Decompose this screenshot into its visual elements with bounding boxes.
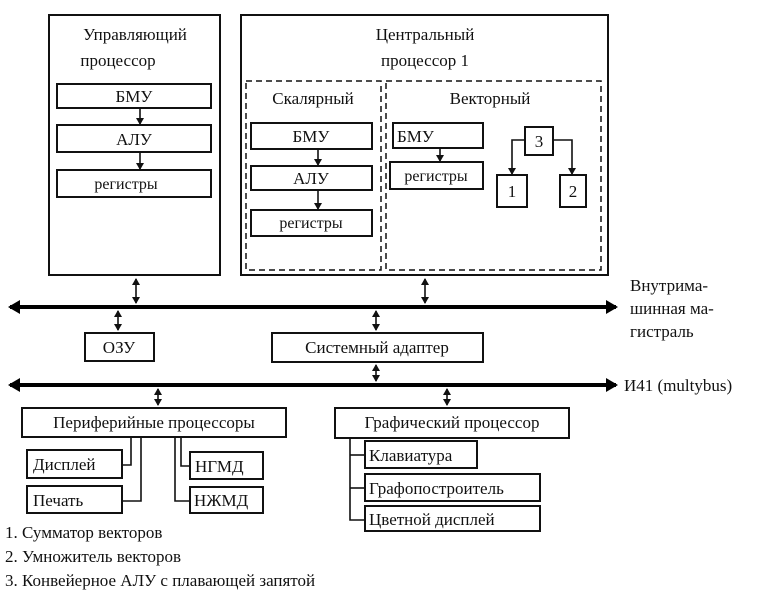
scalar-section (245, 80, 382, 271)
cp-alu-label: АЛУ (116, 130, 153, 149)
control-processor-title-2: процессор (80, 51, 155, 70)
system-adapter-box (271, 332, 484, 363)
scalar-registers-box (250, 209, 373, 237)
vector-bmu-box (392, 122, 484, 149)
internal-bus-label-1: Внутрима- (630, 276, 708, 295)
internal-bus-label-2: шинная ма- (630, 299, 714, 318)
legend-item-1: 1. Сумматор векторов (5, 523, 162, 542)
unit-2-box (559, 174, 587, 208)
scalar-bmu-box (250, 122, 373, 150)
nzhmd-box (189, 486, 264, 514)
ngmd-label: НГМД (195, 457, 244, 476)
central-processor: Центральный процессор 1 Скалярный БМУ АЛ… (240, 14, 609, 276)
ngmd-box (189, 451, 264, 480)
central-processor-title-2: процессор 1 (381, 51, 469, 70)
peripheral-processors-box (21, 407, 287, 438)
scalar-alu-box (250, 165, 373, 191)
cp-registers-box (56, 169, 212, 198)
multibus-label: И41 (multybus) (624, 376, 732, 395)
unit-1-box (496, 174, 528, 208)
color-display-box (364, 505, 541, 532)
display-label: Дисплей (33, 455, 95, 474)
central-processor-title: Центральный (376, 25, 475, 44)
connector (180, 437, 190, 467)
print-label: Печать (33, 491, 83, 510)
keyboard-box (364, 440, 478, 469)
unit-3-box (524, 126, 554, 156)
ram-label: ОЗУ (103, 338, 136, 357)
connector (349, 438, 365, 521)
print-box (26, 485, 123, 514)
vector-bmu-label: БМУ (397, 127, 435, 146)
control-processor-title: Управляющий (83, 25, 187, 44)
cp-bmu-box (56, 83, 212, 109)
connector (174, 437, 190, 502)
connector (122, 437, 142, 502)
vector-section (385, 80, 602, 271)
arrow (508, 139, 525, 175)
cp-alu-box (56, 124, 212, 153)
plotter-label: Графопостроитель (369, 479, 504, 498)
scalar-alu-label: АЛУ (293, 169, 330, 188)
graphics-processor-label: Графический процессор (365, 413, 540, 432)
scalar-title: Скалярный (272, 89, 353, 108)
legend-item-3: 3. Конвейерное АЛУ с плавающей запятой (5, 571, 315, 590)
scalar-registers-label: регистры (279, 215, 343, 232)
arrow (553, 139, 576, 175)
control-processor: Управляющий процессор БМУ АЛУ регистры (48, 14, 221, 276)
unit-3-label: 3 (535, 132, 544, 151)
color-display-label: Цветной дисплей (369, 510, 495, 529)
internal-bus-label-3: гистраль (630, 322, 694, 341)
vector-title: Векторный (450, 89, 531, 108)
nzhmd-label: НЖМД (194, 491, 249, 510)
vector-registers-box (389, 161, 484, 190)
graphics-processor-box (334, 407, 570, 439)
cp-bmu-label: БМУ (116, 87, 154, 106)
ram-box (84, 332, 155, 362)
display-box (26, 449, 123, 479)
vector-registers-label: регистры (404, 168, 468, 185)
plotter-box (364, 473, 541, 502)
unit-1-label: 1 (508, 182, 517, 201)
keyboard-label: Клавиатура (369, 446, 453, 465)
peripheral-processors-label: Периферийные процессоры (53, 413, 255, 432)
cp-registers-label: регистры (94, 176, 158, 193)
connector (122, 437, 132, 466)
legend-item-2: 2. Умножитель векторов (5, 547, 181, 566)
scalar-bmu-label: БМУ (293, 127, 331, 146)
unit-2-label: 2 (569, 182, 578, 201)
system-adapter-label: Системный адаптер (305, 338, 449, 357)
